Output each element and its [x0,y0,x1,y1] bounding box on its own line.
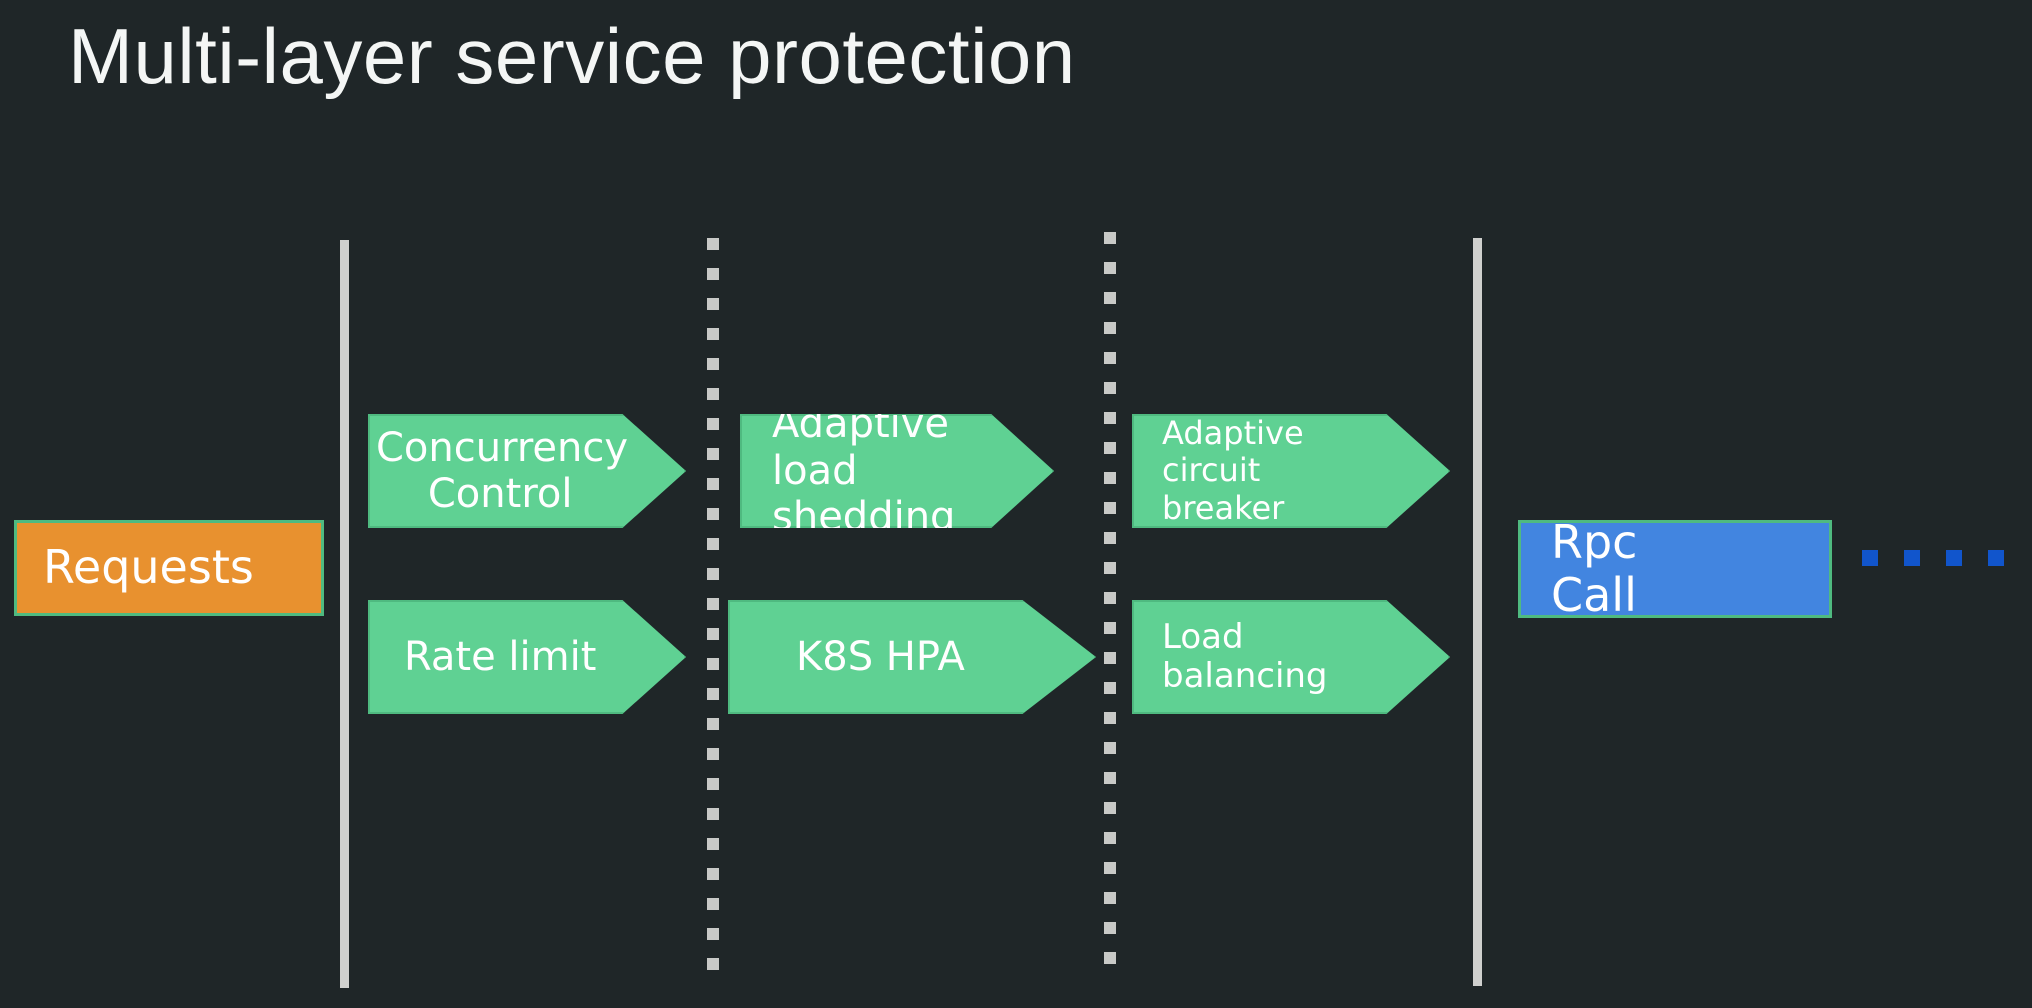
separator-dot [1104,262,1116,274]
separator-dot [707,598,719,610]
right-boundary-line [1473,238,1482,986]
separator-dot [1104,652,1116,664]
stage-rate-limit[interactable]: Rate limit [368,600,686,714]
separator-dot [707,778,719,790]
trailing-dot [1988,550,2004,566]
stage-concurrency-control[interactable]: Concurrency Control [368,414,686,528]
separator-dot [1104,352,1116,364]
trailing-dot [1904,550,1920,566]
separator-dot [1104,622,1116,634]
separator-dot [1104,712,1116,724]
separator-dot [707,658,719,670]
separator-dot [1104,562,1116,574]
separator-dot [707,418,719,430]
separator-dot [1104,292,1116,304]
separator-dot [1104,232,1116,244]
separator-dot [707,388,719,400]
separator-dot [707,538,719,550]
stage-concurrency-control-label: Concurrency Control [376,424,629,517]
stage-k8s-hpa[interactable]: K8S HPA [728,600,1096,714]
stage-adaptive-circuit-breaker-label: Adaptive circuit breaker [1162,414,1304,527]
separator-dot [1104,502,1116,514]
separator-dot [1104,442,1116,454]
trailing-dot [1862,550,1878,566]
separator-dot [1104,742,1116,754]
separator-dot [707,568,719,580]
dotted-separator-2 [1104,232,1116,988]
rpc-call-arrow-label: Rpc Call [1551,514,1638,622]
separator-dot [707,748,719,760]
trailing-dot [1946,550,1962,566]
separator-dot [1104,322,1116,334]
page-title: Multi-layer service protection [68,12,1076,100]
stage-adaptive-load-shedding[interactable]: Adaptive load shedding [740,414,1054,528]
separator-dot [707,508,719,520]
separator-dot [1104,532,1116,544]
separator-dot [707,808,719,820]
left-boundary-line [340,240,349,988]
separator-dot [707,328,719,340]
separator-dot [707,868,719,880]
separator-dot [707,898,719,910]
requests-arrow-label: Requests [43,540,254,595]
separator-dot [707,358,719,370]
stage-load-balancing[interactable]: Load balancing [1132,600,1450,714]
separator-dot [707,958,719,970]
separator-dot [1104,382,1116,394]
separator-dot [1104,772,1116,784]
separator-dot [1104,862,1116,874]
trailing-dots [1862,550,2004,566]
separator-dot [707,298,719,310]
separator-dot [707,238,719,250]
separator-dot [1104,802,1116,814]
rpc-call-arrow[interactable]: Rpc Call [1518,515,1832,622]
separator-dot [1104,832,1116,844]
separator-dot [707,268,719,280]
separator-dot [1104,592,1116,604]
stage-load-balancing-label: Load balancing [1162,616,1328,696]
separator-dot [707,928,719,940]
stage-adaptive-circuit-breaker[interactable]: Adaptive circuit breaker [1132,414,1450,528]
separator-dot [1104,472,1116,484]
dotted-separator-1 [707,238,719,988]
separator-dot [1104,682,1116,694]
separator-dot [707,718,719,730]
separator-dot [707,628,719,640]
separator-dot [707,838,719,850]
stage-rate-limit-label: Rate limit [403,633,597,680]
separator-dot [707,448,719,460]
separator-dot [1104,922,1116,934]
stage-adaptive-load-shedding-label: Adaptive load shedding [772,401,956,541]
stage-k8s-hpa-label: K8S HPA [796,633,965,680]
separator-dot [1104,412,1116,424]
separator-dot [707,478,719,490]
separator-dot [707,688,719,700]
separator-dot [1104,952,1116,964]
separator-dot [1104,892,1116,904]
requests-arrow[interactable]: Requests [14,520,324,616]
